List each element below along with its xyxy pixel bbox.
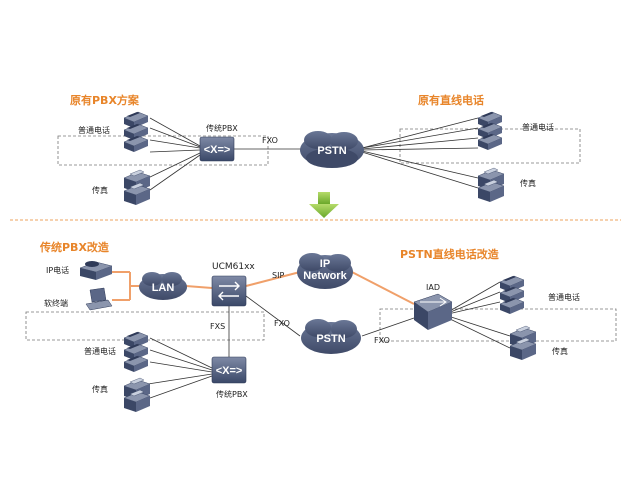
ip-network-label-line2: Network: [303, 270, 347, 282]
ip-phone-icon: [79, 261, 113, 280]
top-direct-title: 原有直线电话: [418, 93, 484, 107]
bottom-legacy-title: 传统PBX改造: [39, 240, 110, 254]
bottom-right-phone-label: 普通电话: [548, 292, 580, 302]
top-left-fax-label: 传真: [92, 185, 108, 195]
bottom-links: [147, 281, 511, 399]
lan-label: LAN: [152, 282, 175, 294]
bottom-pstn-label: PSTN: [316, 333, 345, 345]
bottom-pbx-device: <X=>: [211, 356, 247, 384]
ip-phone-label: IP电话: [46, 265, 69, 275]
top-left-phone-stack: [123, 111, 149, 153]
svg-text:<X=>: <X=>: [216, 365, 243, 377]
bottom-direct-title: PSTN直线电话改造: [400, 247, 500, 261]
iad-device-icon: [413, 293, 453, 330]
fxo-label-b: FXO: [374, 336, 390, 345]
top-right-fax-stack: [477, 167, 505, 203]
ip-network-cloud: [297, 253, 353, 289]
bottom-pbx-label: 传统PBX: [216, 389, 248, 399]
fxs-label: FXS: [210, 322, 225, 331]
fxo-label-a: FXO: [274, 319, 290, 328]
lan-links: [112, 269, 415, 305]
top-pbx-label: 传统PBX: [206, 123, 238, 133]
softphone-laptop-icon: [85, 287, 113, 311]
bottom-right-phone-stack: [499, 275, 525, 315]
ucm-label: UCM61xx: [212, 262, 255, 272]
bottom-left-phone-label: 普通电话: [84, 346, 116, 356]
top-left-fax-stack: [123, 169, 151, 206]
top-right-phone-label: 普通电话: [522, 122, 554, 132]
top-right-links: [361, 117, 479, 189]
top-legacy-title: 原有PBX方案: [70, 93, 140, 107]
bottom-left-phone-stack: [123, 331, 149, 373]
bottom-pstn-cloud: [301, 319, 361, 354]
ucm-device-icon: [211, 275, 247, 307]
top-right-phone-stack: [477, 111, 503, 151]
bottom-left-fax-label: 传真: [92, 384, 108, 394]
top-left-links: [147, 117, 302, 191]
sip-label: SIP: [272, 271, 284, 280]
top-pstn-label: PSTN: [317, 145, 346, 157]
top-left-dashed-box: [57, 135, 269, 166]
bottom-left-fax-stack: [123, 377, 151, 413]
top-fxo-label: FXO: [262, 136, 278, 145]
top-pbx-device: <X=>: [199, 136, 235, 162]
top-right-fax-label: 传真: [520, 178, 536, 188]
bottom-right-dashed-box: [379, 308, 617, 342]
ip-network-label-line1: IP: [320, 258, 330, 270]
svg-text:<X=>: <X=>: [204, 144, 231, 156]
lan-cloud: [139, 272, 187, 300]
down-arrow-icon: [309, 192, 339, 218]
bottom-right-fax-stack: [509, 325, 537, 361]
iad-label: IAD: [426, 283, 440, 292]
top-pstn-cloud: [300, 131, 364, 168]
bottom-right-fax-label: 传真: [552, 346, 568, 356]
softphone-label: 软终端: [44, 298, 68, 308]
top-left-phone-label: 普通电话: [78, 125, 110, 135]
